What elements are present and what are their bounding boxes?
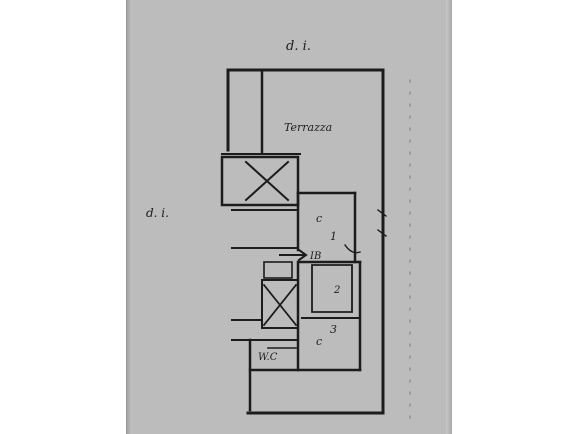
stair-step-box [263, 261, 293, 279]
landing-wall [231, 319, 299, 341]
stair-block-lower [261, 279, 299, 329]
wc-label: W.C [258, 352, 278, 363]
window-mark [377, 209, 387, 237]
room-c3-c-label: c [316, 335, 322, 348]
entrance-arrow-head [297, 248, 308, 262]
stair-cross-lower [262, 283, 298, 327]
entrance-label: IB [309, 251, 321, 262]
room-1-label: 1 [330, 230, 337, 243]
room-2-box [311, 264, 353, 313]
room-2-label: 2 [333, 285, 340, 296]
terrace-label: Terrazza [284, 121, 332, 134]
stair-cross-upper [244, 160, 290, 202]
room-c-label: c [316, 212, 322, 225]
paper-shadow-left [126, 0, 132, 434]
outer-wall [226, 68, 385, 415]
paper-sheet [126, 0, 452, 434]
paper-shadow-right [446, 0, 452, 434]
door-swing [344, 244, 361, 254]
stair-block-upper [220, 155, 300, 207]
left-neighbour-label: d. i. [146, 206, 169, 220]
room-3-label: 3 [330, 323, 337, 336]
top-neighbour-label: d. i. [286, 39, 311, 54]
